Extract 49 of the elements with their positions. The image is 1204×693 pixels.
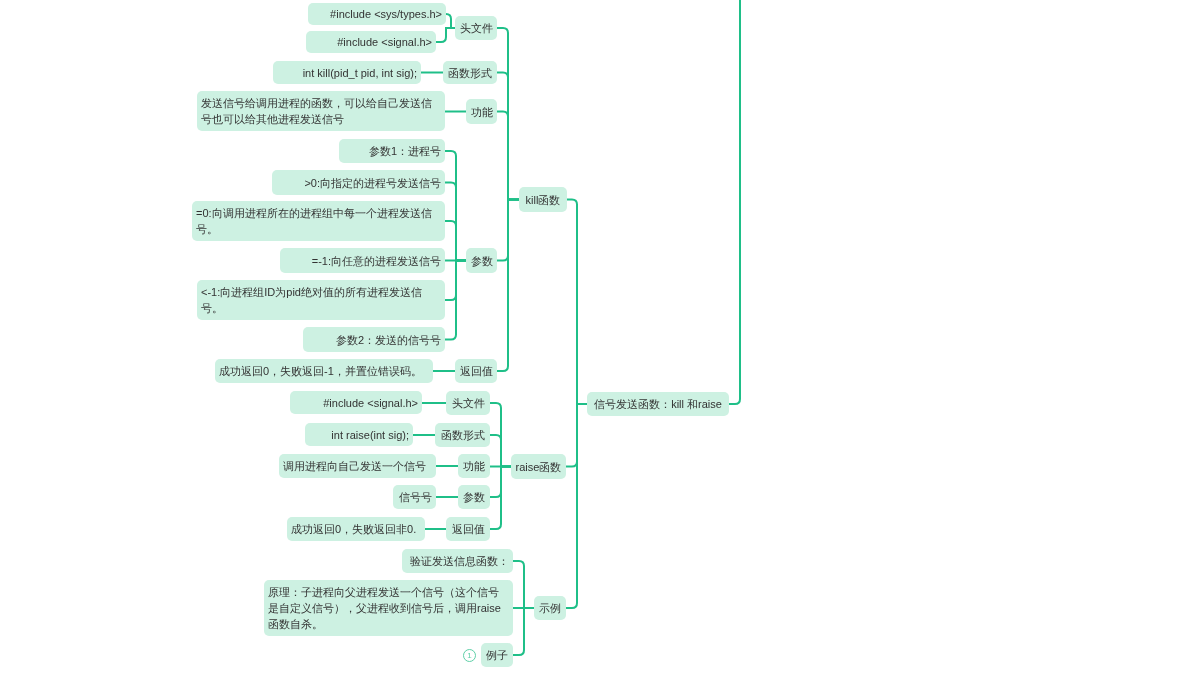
topic-box: #include <sys/types.h> bbox=[308, 3, 446, 25]
connector-line bbox=[421, 402, 447, 404]
topic-box: int kill(pid_t pid, int sig); bbox=[273, 61, 421, 84]
connector-line bbox=[489, 465, 512, 530]
topic-box: 参数2：发送的信号号 bbox=[303, 327, 445, 352]
topic-box: <-1:向进程组ID为pid绝对值的所有进程发送信号。 bbox=[197, 280, 445, 320]
topic-box: 调用进程向自己发送一个信号 bbox=[279, 454, 436, 478]
connector-line bbox=[412, 434, 436, 436]
connector-line bbox=[496, 198, 520, 372]
connector-line bbox=[420, 71, 444, 74]
subtopic-box: 例子 bbox=[481, 643, 513, 667]
connector-line bbox=[435, 496, 459, 498]
topic-box: #include <signal.h> bbox=[306, 31, 436, 53]
topic-box: 成功返回0，失败返回-1，并置位错误码。 bbox=[215, 359, 433, 383]
subtopic-box: 头文件 bbox=[455, 16, 497, 40]
connector-line bbox=[444, 110, 467, 113]
topic-box: >0:向指定的进程号发送信号 bbox=[272, 170, 445, 195]
subtopic-box: 功能 bbox=[458, 454, 490, 478]
topic-box: 成功返回0，失败返回非0. bbox=[287, 517, 425, 541]
topic-box: 信号号 bbox=[393, 485, 436, 509]
topic-box: 参数1：进程号 bbox=[339, 139, 445, 163]
branch-box: raise函数 bbox=[511, 454, 566, 479]
subtopic-box: 参数 bbox=[466, 248, 497, 273]
connector-line bbox=[435, 27, 456, 43]
connector-line bbox=[424, 528, 447, 530]
connector-line bbox=[565, 403, 588, 609]
subtopic-box: 头文件 bbox=[446, 391, 490, 415]
connector-line bbox=[435, 465, 459, 467]
topic-box: int raise(int sig); bbox=[305, 423, 413, 446]
connector-line bbox=[444, 259, 467, 341]
branch-box: kill函数 bbox=[519, 187, 567, 212]
topic-box: 原理：子进程向父进程发送一个信号（这个信号是自定义信号），父进程收到信号后，调用raise函数自杀。 bbox=[264, 580, 513, 636]
central-topic-box: 信号发送函数：kill 和raise bbox=[587, 392, 729, 416]
branch-box: 示例 bbox=[534, 596, 566, 620]
connector-line bbox=[512, 607, 535, 656]
topic-box: #include <signal.h> bbox=[290, 391, 422, 414]
topic-box: =0:向调用进程所在的进程组中每一个进程发送信号。 bbox=[192, 201, 445, 241]
subtopic-box: 返回值 bbox=[446, 517, 490, 541]
subtopic-box: 参数 bbox=[458, 485, 490, 509]
subtopic-box: 功能 bbox=[466, 99, 497, 124]
connector-line bbox=[432, 370, 456, 372]
count-badge: 1 bbox=[463, 648, 476, 662]
subtopic-box: 函数形式 bbox=[443, 61, 497, 84]
topic-box: 验证发送信息函数： bbox=[402, 549, 513, 573]
topic-box: 发送信号给调用进程的函数，可以给自己发送信号也可以给其他进程发送信号 bbox=[197, 91, 445, 131]
connector-line bbox=[728, 0, 741, 405]
subtopic-box: 返回值 bbox=[455, 359, 497, 383]
subtopic-box: 函数形式 bbox=[435, 423, 490, 447]
topic-box: =-1:向任意的进程发送信号 bbox=[280, 248, 445, 273]
